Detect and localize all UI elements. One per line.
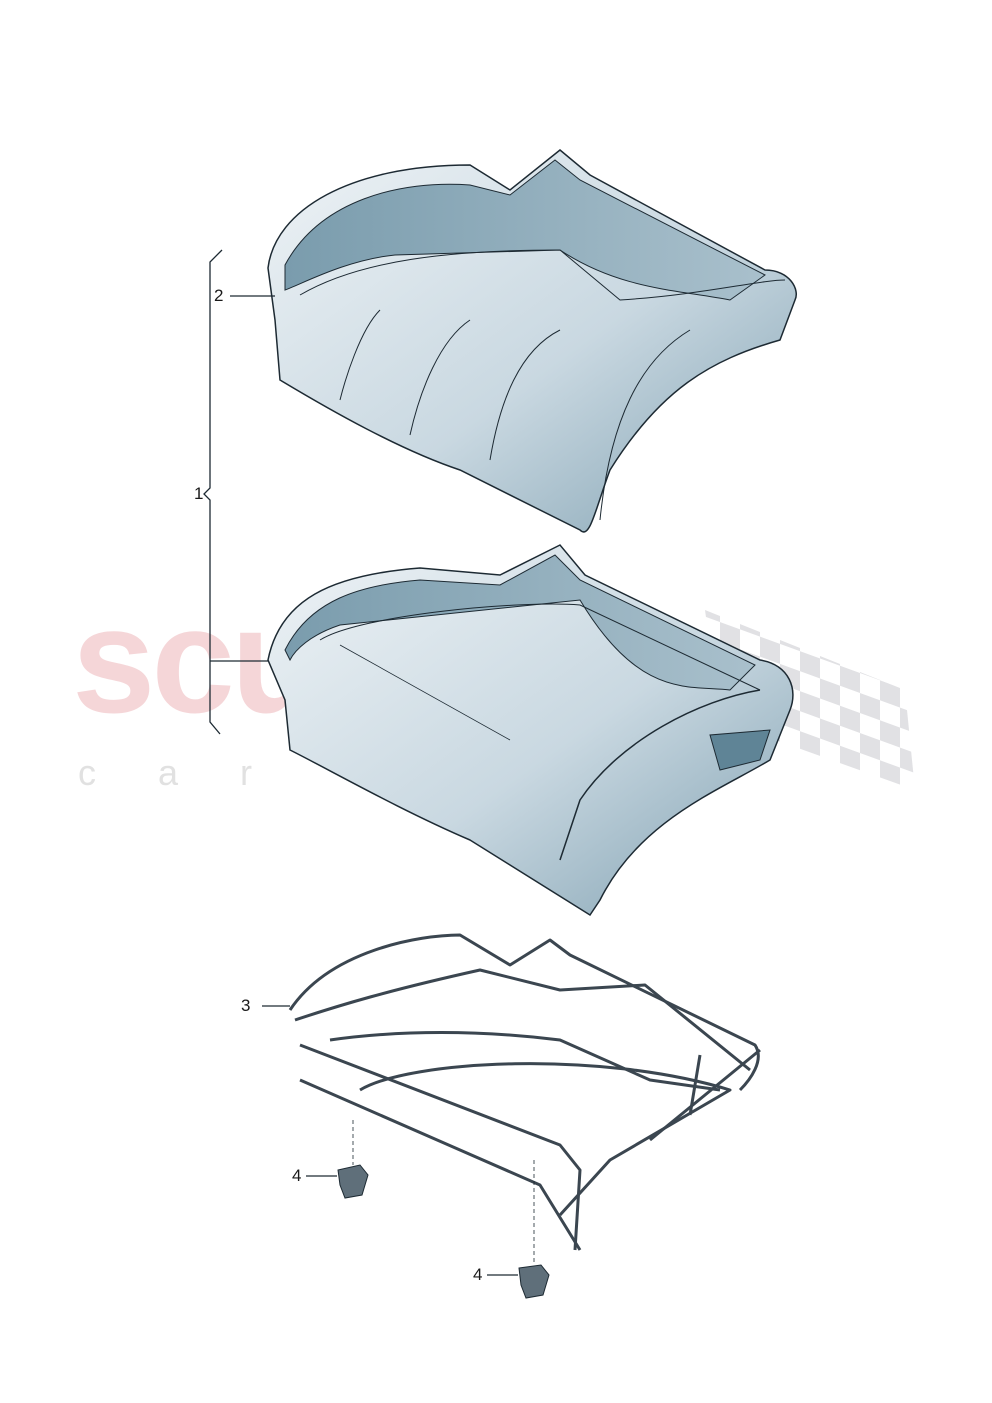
callout-2: 2 [214, 286, 224, 305]
part-3-wire-frame [288, 933, 761, 1251]
checkered-flag-watermark [705, 610, 915, 790]
callout-4-lower: 4 [473, 1265, 483, 1284]
part-2-seat-cover [267, 149, 797, 533]
callout-leaders [203, 249, 535, 1276]
callout-4-upper: 4 [292, 1166, 302, 1185]
part-4-clip-upper [337, 1164, 369, 1199]
part-4-clip-lower [518, 1264, 550, 1299]
callout-1: 1 [194, 484, 204, 503]
callout-3: 3 [241, 996, 251, 1015]
part-1-seat-foam [267, 544, 794, 917]
